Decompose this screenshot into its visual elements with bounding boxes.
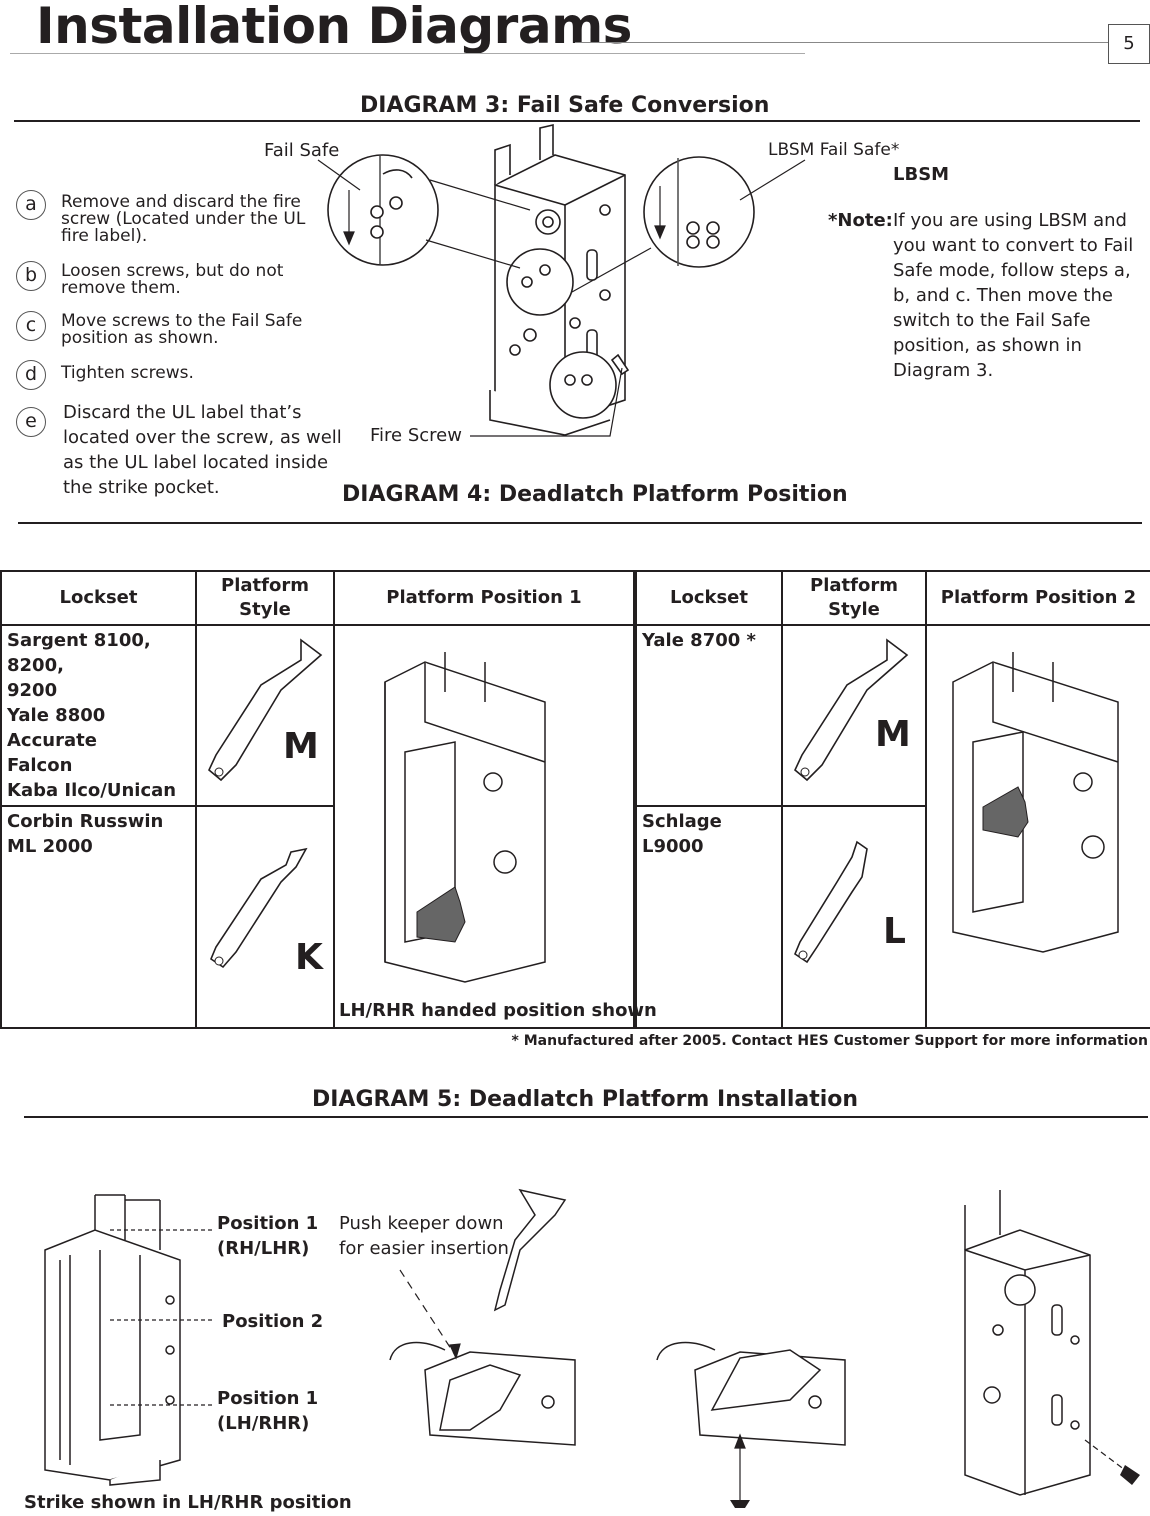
position1-rh-sub: (RH/LHR)	[217, 1238, 310, 1259]
step-e-text: Discard the UL label that’s located over…	[63, 402, 342, 498]
position1-caption: LH/RHR handed position shown	[339, 1000, 657, 1021]
diagram5-illustration	[44, 1188, 1140, 1508]
position1-rh-label: Position 1	[217, 1213, 319, 1234]
platform-style-letter: K	[295, 937, 323, 978]
position1-lh-sub: (LH/RHR)	[217, 1413, 310, 1434]
platform-style-cell-l: L	[781, 805, 927, 1029]
lbsm-title: LBSM	[893, 164, 950, 185]
position2-image-cell	[925, 624, 1150, 1029]
note-label: *Note:	[828, 210, 893, 231]
col-platform-style-2: Platform Style	[781, 570, 927, 626]
diagram5-rule	[24, 1116, 1148, 1118]
diagram4-rule	[18, 522, 1142, 524]
title-underline	[10, 53, 805, 54]
page-title: Installation Diagrams	[36, 0, 632, 55]
fire-screw-label: Fire Screw	[370, 425, 462, 446]
position1-lh-label: Position 1	[217, 1388, 319, 1409]
lockset-cell-left-2: Corbin Russwin ML 2000	[0, 805, 197, 1029]
push-note-line1: Push keeper down	[339, 1213, 504, 1234]
platform-position-table: Lockset Platform Style Platform Position…	[0, 570, 1150, 1029]
diagram3-rule	[14, 120, 1140, 122]
col-platform-style-1: Platform Style	[195, 570, 335, 626]
diagram3-heading: DIAGRAM 3: Fail Safe Conversion	[360, 93, 770, 118]
position2-label: Position 2	[222, 1311, 324, 1332]
fail-safe-label: Fail Safe	[264, 140, 340, 161]
lockset-name: Sargent 8100, 8200,	[7, 630, 151, 676]
lockset-name: Yale 8800	[7, 705, 106, 726]
lockset-name: ML 2000	[7, 836, 93, 857]
lockset-cell-left-1: Sargent 8100, 8200, 9200 Yale 8800 Accur…	[0, 624, 197, 807]
col-lockset-2: Lockset	[634, 570, 783, 626]
platform-m-icon	[794, 638, 909, 782]
col-lockset-1: Lockset	[0, 570, 197, 626]
platform-k-icon	[210, 847, 308, 969]
diagram4-heading: DIAGRAM 4: Deadlatch Platform Position	[342, 482, 848, 507]
lockset-name: Schlage L9000	[642, 811, 722, 857]
platform-style-letter: L	[883, 911, 906, 952]
platform-style-letter: M	[283, 726, 319, 767]
col-position-2: Platform Position 2	[925, 570, 1150, 626]
lbsm-fail-safe-label: LBSM Fail Safe*	[768, 140, 900, 160]
col-position-1: Platform Position 1	[333, 570, 637, 626]
diagram5-caption: Strike shown in LH/RHR position	[24, 1492, 352, 1513]
table-row: Sargent 8100, 8200, 9200 Yale 8800 Accur…	[0, 624, 1150, 1029]
lockset-cell-right-1: Yale 8700 *	[634, 624, 783, 807]
step-a-text: Remove and discard the fire screw (Locat…	[61, 192, 306, 246]
platform-style-cell-m-left: M	[195, 624, 335, 807]
platform-style-cell-m-right: M	[781, 624, 927, 807]
platform-style-letter: M	[875, 714, 911, 755]
note-text: If you are using LBSM and you want to co…	[893, 210, 1134, 381]
step-b-text: Loosen screws, but do not remove them.	[61, 261, 284, 298]
lockset-name: Falcon	[7, 755, 73, 776]
lockset-name: Accurate	[7, 730, 97, 751]
step-b-marker: b	[16, 261, 46, 291]
step-c-marker: c	[16, 311, 46, 341]
step-a-marker: a	[16, 190, 46, 220]
lockset-name: Yale 8700 *	[642, 630, 756, 651]
step-d-marker: d	[16, 360, 46, 390]
lockset-name: 9200	[7, 680, 58, 701]
platform-l-icon	[794, 840, 868, 964]
lockset-name: Kaba Ilco/Unican	[7, 780, 177, 801]
diagram5-heading: DIAGRAM 5: Deadlatch Platform Installati…	[312, 1087, 859, 1112]
step-d-text: Tighten screws.	[61, 363, 194, 383]
step-e-marker: e	[16, 407, 46, 437]
lockset-name: Corbin Russwin	[7, 811, 164, 832]
diagram3-illustration	[317, 123, 806, 437]
position1-image-cell: LH/RHR handed position shown	[333, 624, 657, 1029]
title-rule-right	[575, 42, 1108, 43]
platform-position2-illustration	[952, 652, 1119, 953]
platform-position1-illustration	[384, 652, 546, 983]
platform-style-cell-k: K	[195, 805, 335, 1029]
step-c-text: Move screws to the Fail Safe position as…	[61, 311, 303, 348]
push-note-line2: for easier insertion.	[339, 1238, 515, 1259]
platform-m-icon	[208, 638, 323, 782]
lockset-cell-right-2: Schlage L9000	[634, 805, 783, 1029]
table-row: Corbin Russwin ML 2000 K Schlage L9000 L	[0, 805, 1150, 1029]
table-header-row: Lockset Platform Style Platform Position…	[0, 570, 1150, 626]
footnote: * Manufactured after 2005. Contact HES C…	[511, 1033, 1148, 1049]
